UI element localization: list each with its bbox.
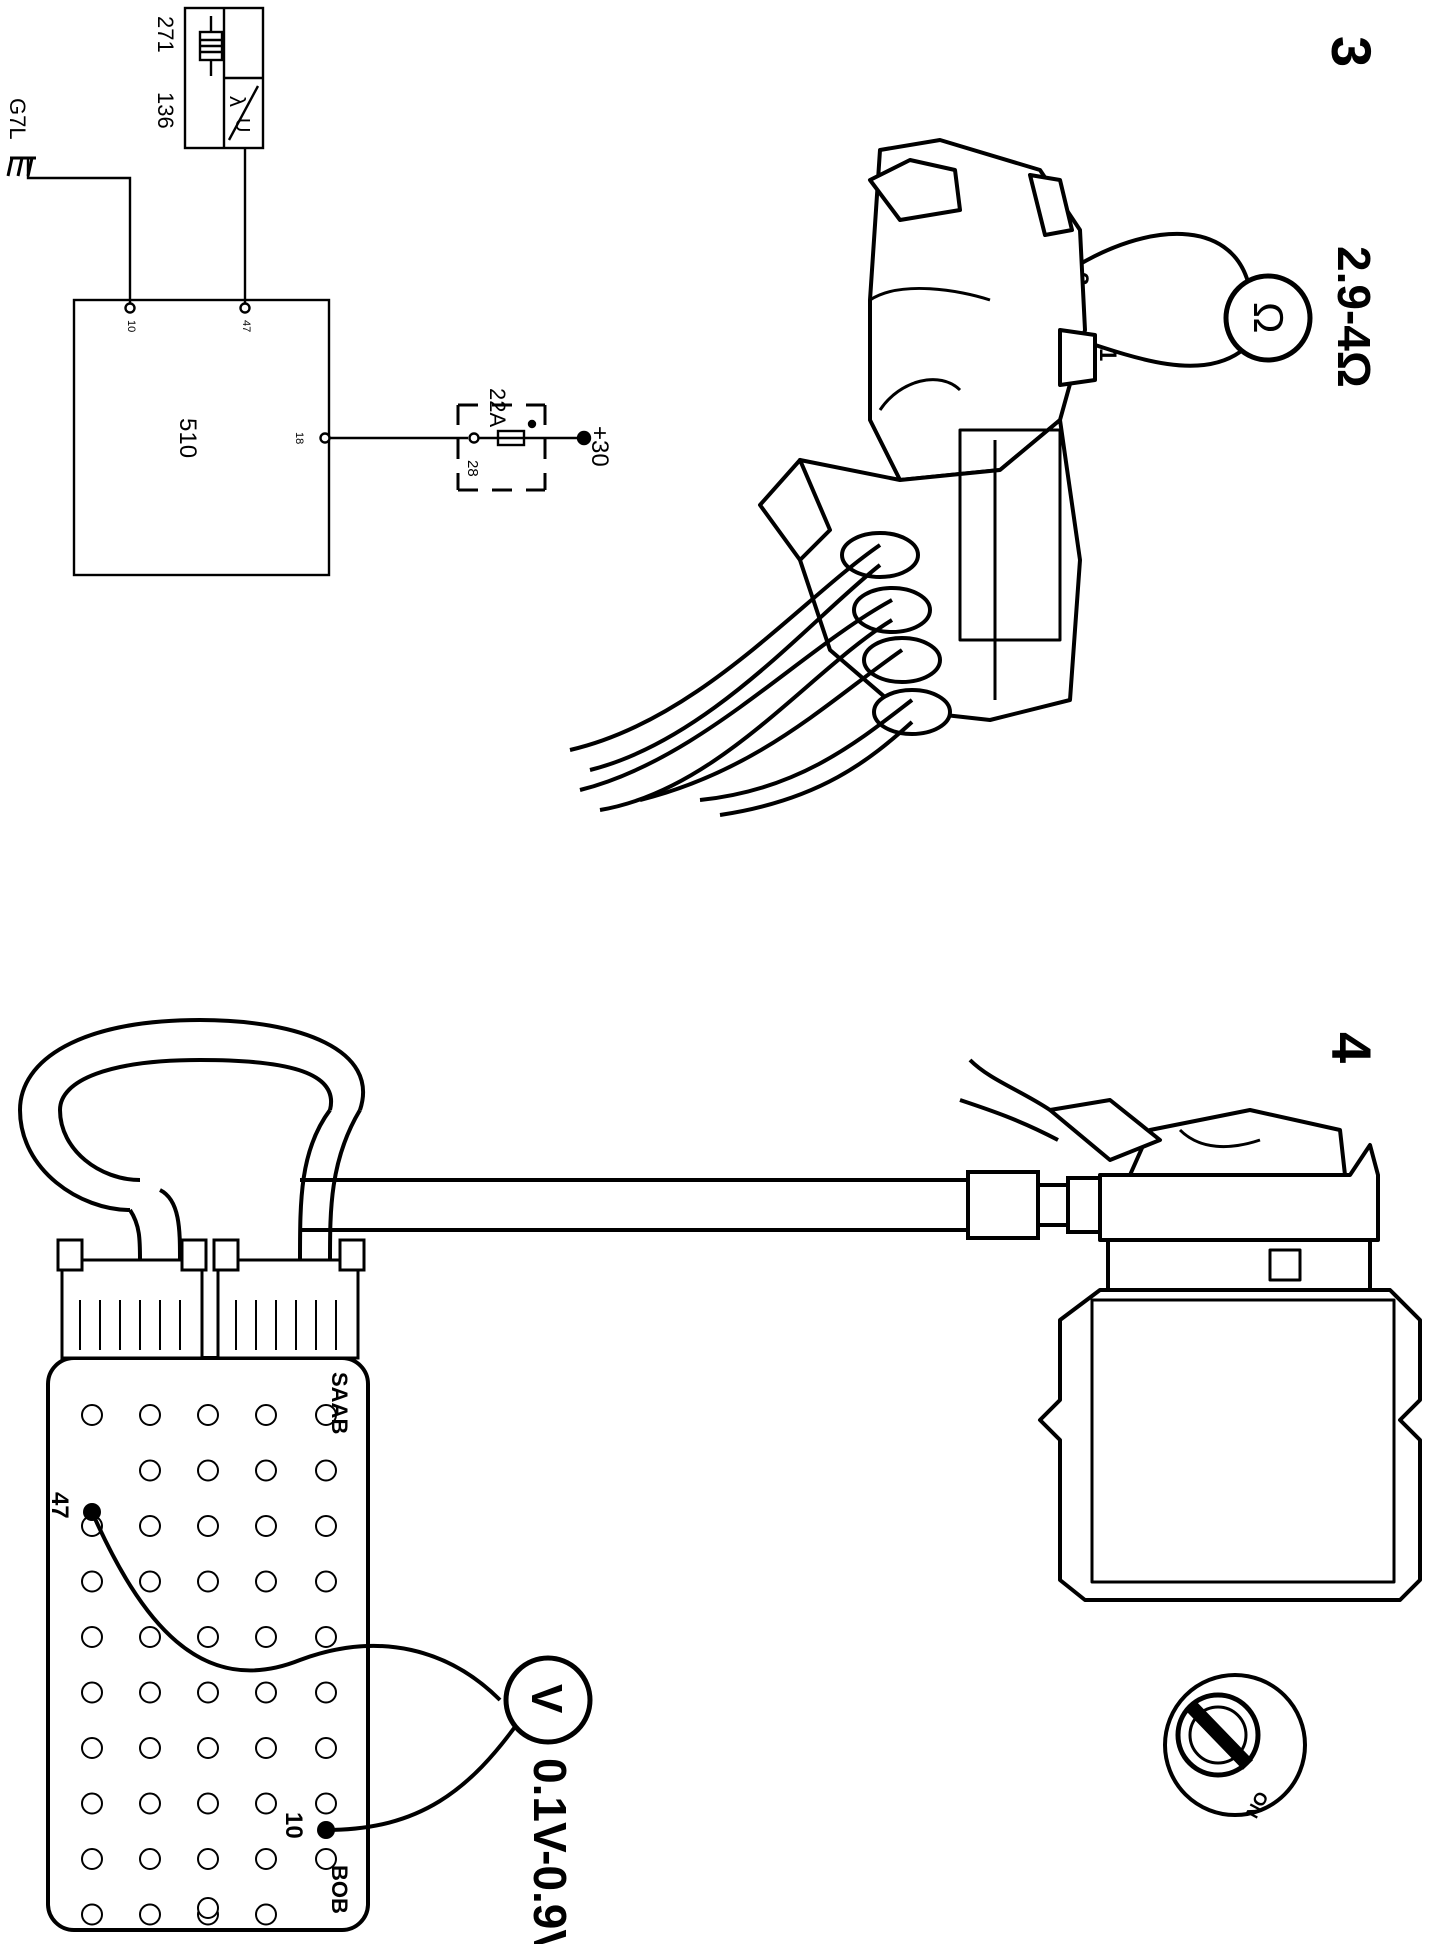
breakout-hole (197, 1897, 219, 1919)
breakout-hole (81, 1681, 103, 1704)
pin-10-label: 10 (280, 1812, 307, 1839)
fuse-code: 22A (485, 388, 510, 427)
breakout-hole (197, 1404, 219, 1426)
sensor-connector (758, 138, 1097, 722)
breakout-hole (315, 1737, 337, 1759)
breakout-hole (197, 1737, 219, 1759)
breakout-hole (139, 1570, 161, 1593)
ecu-code: 510 (174, 418, 201, 458)
ecu-pin-10-label: 10 (125, 320, 137, 332)
sensor-right-code: 136 (153, 92, 178, 129)
box-brand-label: SAAB (327, 1372, 352, 1434)
breakout-hole (197, 1459, 219, 1482)
ohm-symbol: Ω (1245, 302, 1292, 333)
breakout-hole (255, 1626, 277, 1648)
breakout-hole (315, 1848, 337, 1870)
breakout-hole (255, 1459, 277, 1482)
ignition-key-icon: ON (1163, 1673, 1307, 1821)
breakout-hole (197, 1792, 219, 1815)
breakout-hole (139, 1848, 161, 1870)
box-name-label: BOB (327, 1865, 352, 1914)
breakout-hole (139, 1626, 161, 1648)
sensor-left-code: 271 (153, 16, 178, 53)
breakout-hole (315, 1515, 337, 1537)
breakout-hole (81, 1570, 103, 1593)
breakout-hole (315, 1681, 337, 1704)
breakout-hole (139, 1459, 161, 1482)
breakout-hole (81, 1626, 103, 1648)
ecu-pin-18-label: 18 (293, 432, 305, 444)
breakout-hole (81, 1903, 103, 1926)
supply-label: +30 (586, 426, 613, 467)
breakout-hole (255, 1681, 277, 1704)
breakout-hole (197, 1626, 219, 1648)
breakout-hole (81, 1737, 103, 1759)
fuse-value: 28 (464, 460, 481, 477)
breakout-hole (139, 1404, 161, 1426)
cable-loop (17, 1017, 365, 1261)
voltmeter-icon (503, 1655, 593, 1745)
breakout-hole (315, 1626, 337, 1648)
breakout-hole (81, 1404, 103, 1426)
breakout-box-holes (81, 1404, 337, 1926)
box-connectors (56, 1238, 366, 1360)
schematic-labels: G7L 271 136 λ U 510 10 47 18 22A 28 +30 (5, 16, 613, 477)
volt-symbol: V (522, 1684, 571, 1714)
breakout-hole (255, 1737, 277, 1759)
breakout-hole (255, 1903, 277, 1926)
breakout-hole (139, 1515, 161, 1537)
ecu-pin-47-label: 47 (240, 320, 252, 332)
breakout-hole (139, 1681, 161, 1704)
figure-3-number: 3 (1320, 36, 1383, 67)
breakout-hole (81, 1792, 103, 1815)
breakout-hole (315, 1792, 337, 1815)
breakout-hole (255, 1792, 277, 1815)
lambda-symbol: λ (225, 96, 250, 107)
breakout-hole (315, 1570, 337, 1593)
breakout-hole (139, 1903, 161, 1926)
ecu-unit (959, 1058, 1422, 1602)
figure-4-voltage: 0.1V-0.9V (524, 1758, 576, 1944)
figure-3: 3 2.9-4Ω Ω 2 1 (569, 36, 1383, 817)
voltmeter-lead-10 (325, 1718, 522, 1832)
supply-terminal (576, 430, 592, 446)
figure-4: 4 SAAB BOB 47 10 V 0.1V-0.9V (17, 1017, 1422, 1944)
connector-cavities (840, 531, 952, 736)
voltmeter-lead-47 (90, 1511, 502, 1702)
breakout-hole (139, 1737, 161, 1759)
breakout-hole (197, 1570, 219, 1593)
fuse-box (456, 403, 547, 492)
breakout-hole (255, 1848, 277, 1870)
breakout-hole (139, 1792, 161, 1815)
breakout-hole (255, 1570, 277, 1593)
u-symbol: U (231, 118, 253, 132)
figure-4-number: 4 (1320, 1032, 1383, 1063)
ecu-pin-18-terminal (319, 432, 331, 444)
ground-label: G7L (5, 98, 30, 140)
ohmmeter-lead-2 (1068, 232, 1250, 283)
wiring-schematic (6, 6, 592, 577)
breakout-hole (197, 1515, 219, 1537)
pin-1-label: 1 (1094, 348, 1121, 361)
ground-wire (26, 158, 132, 304)
breakout-hole (315, 1404, 337, 1426)
breakout-hole (255, 1515, 277, 1537)
ohmmeter-lead-1 (1079, 338, 1242, 368)
connector-wires (569, 543, 914, 817)
pin-47-label: 47 (46, 1492, 73, 1519)
figure-3-resistance: 2.9-4Ω (1328, 246, 1380, 388)
ohmmeter-icon (1223, 273, 1313, 363)
breakout-hole (255, 1404, 277, 1426)
breakout-hole (197, 1681, 219, 1704)
breakout-hole (81, 1848, 103, 1870)
ecu-pin-47-terminal (239, 302, 251, 314)
ecu-pin-10-terminal (124, 302, 136, 314)
ground-symbol (6, 156, 36, 177)
breakout-hole (315, 1459, 337, 1482)
breakout-hole (197, 1848, 219, 1870)
